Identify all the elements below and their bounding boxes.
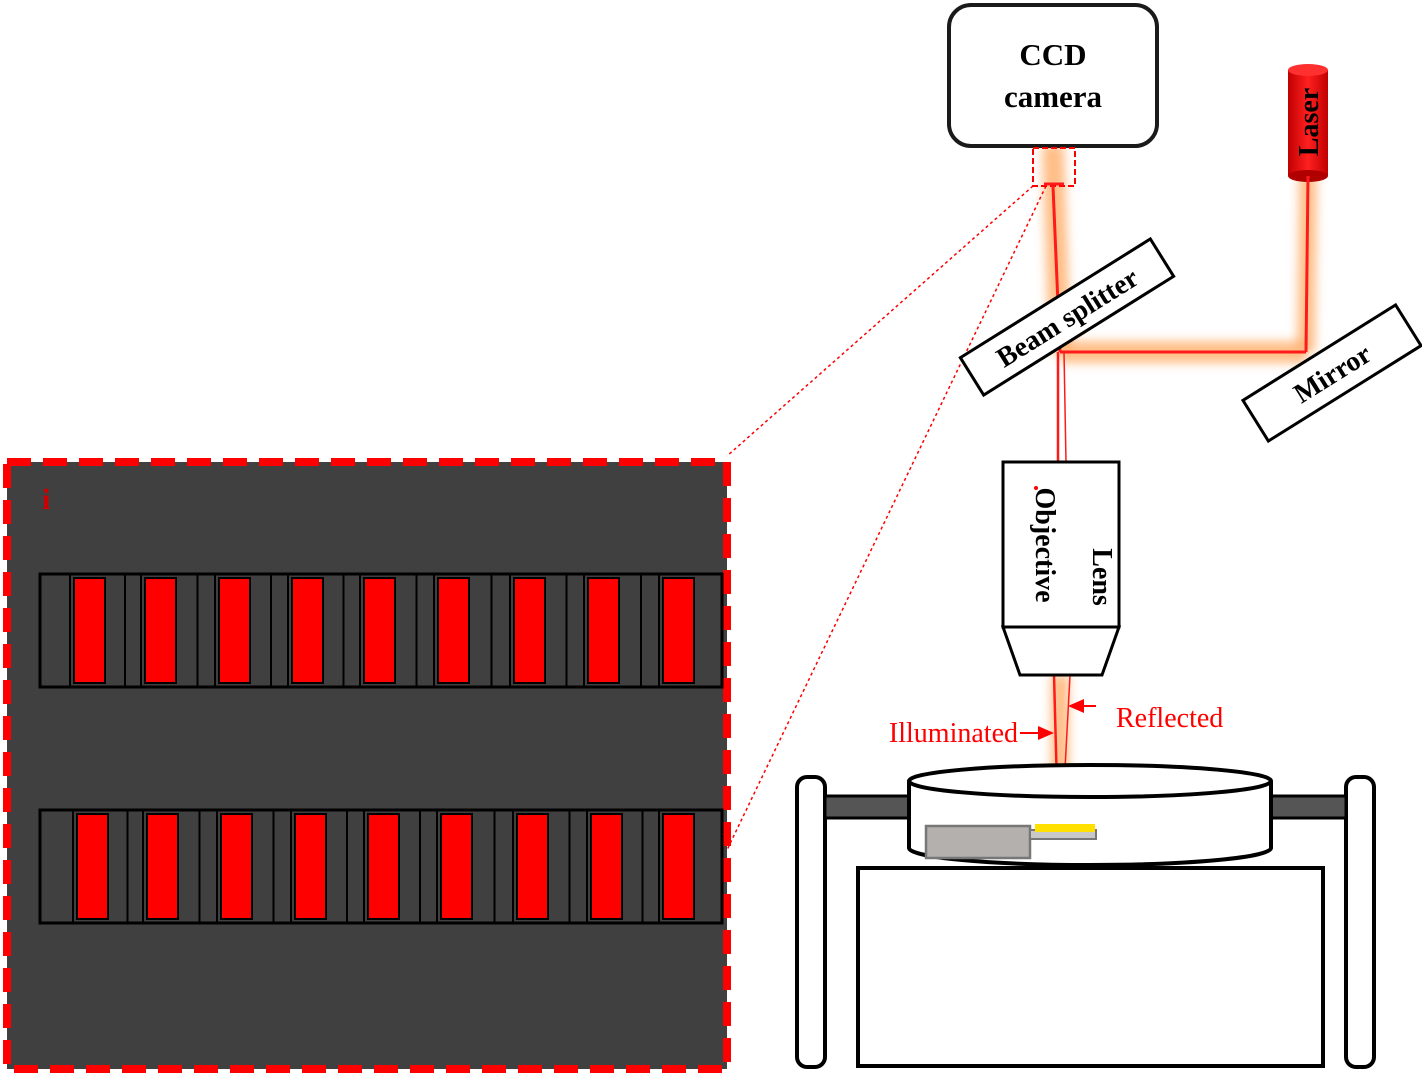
reflected-arrow (1068, 699, 1096, 713)
objective-lens (1000, 460, 1122, 677)
microscope-stage (795, 763, 1376, 1069)
illuminated-arrow (1020, 726, 1054, 740)
inset-red-stripe (437, 577, 470, 684)
ccd-camera-label-line2: camera (1004, 79, 1103, 114)
stage-post-right (1344, 775, 1376, 1069)
reflected-label: Reflected (1116, 703, 1223, 734)
stage-post-left (795, 775, 827, 1069)
inset-red-stripe (516, 813, 549, 920)
inset-red-stripe (220, 813, 253, 920)
ccd-camera (947, 3, 1159, 148)
glass-slide (924, 824, 1032, 860)
inset-red-stripe (291, 577, 324, 684)
inset-red-stripe (146, 813, 179, 920)
sample (1035, 824, 1095, 832)
inset-red-stripe (662, 813, 695, 920)
stage-arm-left (823, 794, 911, 820)
inset-red-stripe (662, 577, 695, 684)
inset-red-stripe (590, 813, 623, 920)
inset-red-stripe (144, 577, 177, 684)
stage-arm-right (1266, 794, 1348, 820)
inset-red-stripe (363, 577, 396, 684)
inset-red-stripe (294, 813, 327, 920)
petri-dish-rim (907, 763, 1273, 799)
inset-red-stripe (513, 577, 546, 684)
illuminated-label: Illuminated (889, 718, 1018, 749)
mirror: Mirror (1240, 302, 1422, 444)
inset-red-stripe (73, 577, 106, 684)
inset-red-stripe (440, 813, 473, 920)
inset-zoom-view: i (3, 458, 731, 1073)
stage-base (856, 866, 1325, 1068)
inset-red-stripe (367, 813, 400, 920)
inset-red-stripe (76, 813, 109, 920)
zoom-guide-lines (726, 185, 1047, 851)
inset-label: i (42, 483, 50, 516)
laser-label: Laser (1294, 88, 1325, 156)
objective-label-line1: Objective (1029, 487, 1060, 602)
ccd-camera-label-line1: CCD (1019, 37, 1086, 72)
inset-red-stripe (218, 577, 251, 684)
objective-label-line2: Lens (1086, 548, 1117, 606)
inset-red-stripe (587, 577, 620, 684)
